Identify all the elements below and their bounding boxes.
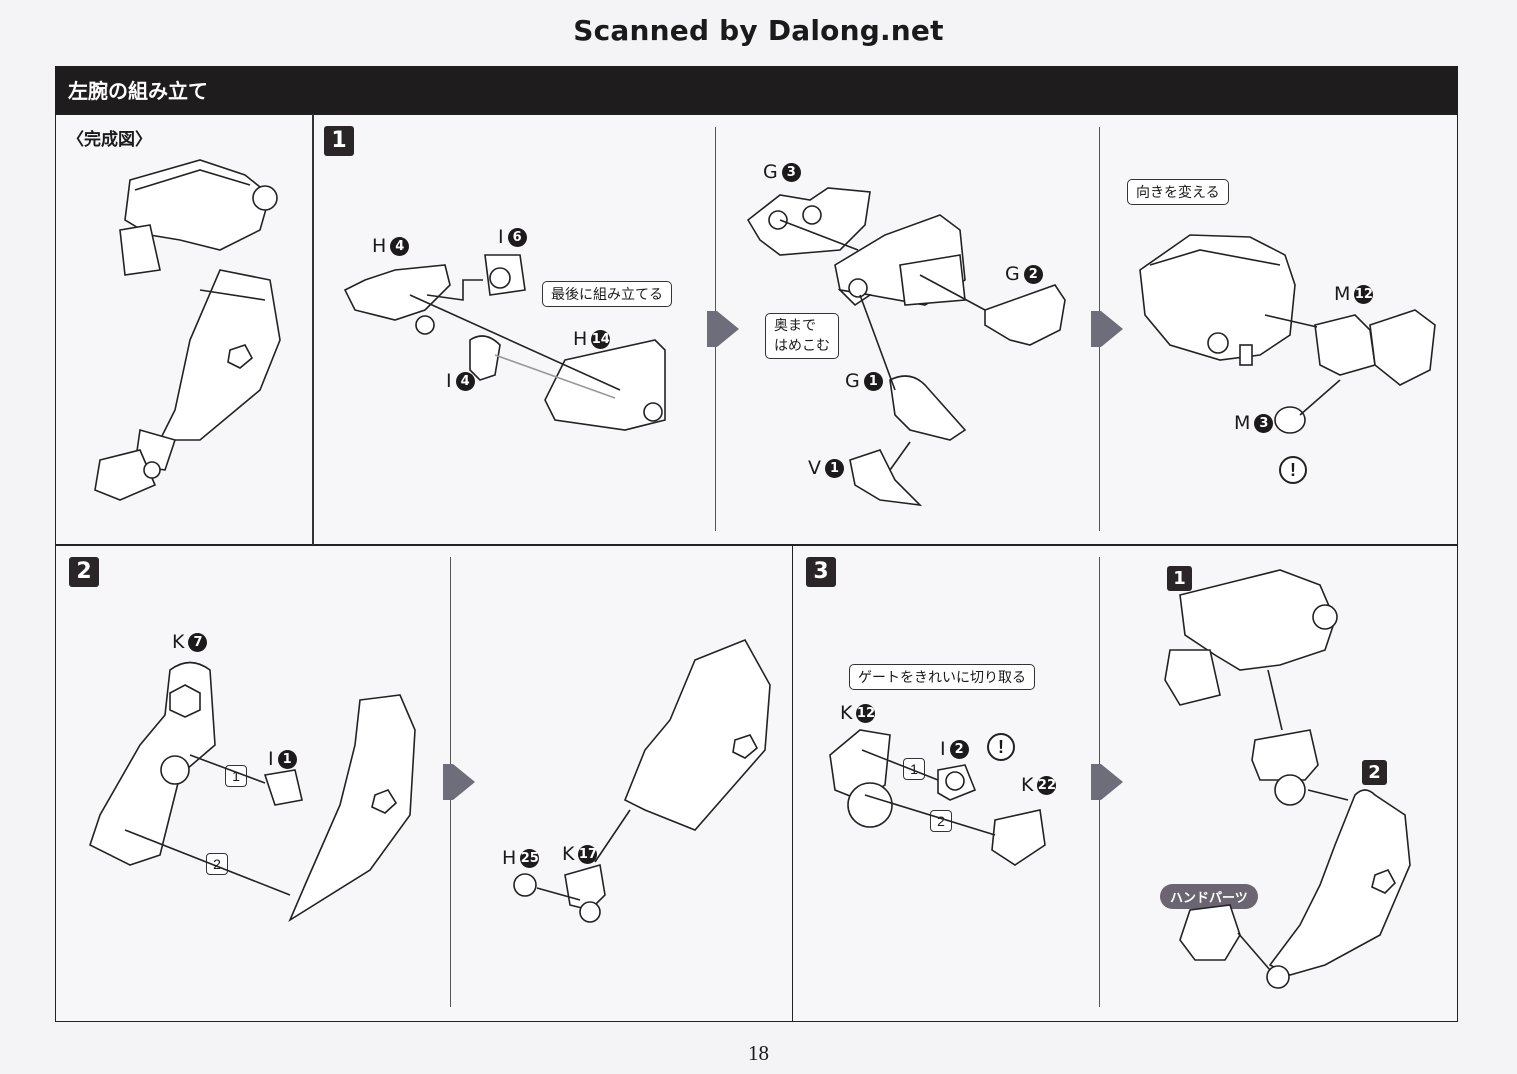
step1-sub2-illustration	[746, 187, 1066, 507]
part-number: 1	[825, 458, 844, 478]
page-number: 18	[748, 1041, 769, 1065]
runner-letter: M	[1334, 283, 1351, 305]
part-number: 1	[277, 749, 297, 769]
runner-letter: G	[763, 161, 778, 183]
step2-sub1-illustration	[89, 661, 416, 923]
part-number: 12	[1354, 284, 1374, 304]
runner-letter: I	[268, 748, 274, 770]
runner-letter: K	[562, 843, 575, 865]
next-arrow-stem	[707, 311, 717, 347]
part-number: 2	[1023, 264, 1043, 284]
complete-figure-label: 〈完成図〉	[67, 130, 152, 150]
completed-arm-illustration	[94, 159, 281, 501]
runner-letter: K	[1021, 774, 1034, 796]
order-marker-2: 2	[206, 853, 228, 875]
hand-parts-label: ハンドパーツ	[1160, 884, 1258, 909]
next-step-arrow-icon	[453, 764, 475, 800]
part-number: 2	[949, 739, 969, 759]
part-number: 1	[863, 371, 883, 391]
step1-sub1-illustration	[343, 254, 666, 431]
part-number: 14	[591, 329, 611, 349]
part-number: 12	[856, 703, 876, 723]
runner-letter: I	[446, 370, 452, 392]
callout-assemble-last: 最後に組み立てる	[542, 281, 672, 307]
runner-letter: G	[1005, 263, 1020, 285]
next-step-arrow-icon	[717, 311, 739, 347]
step3-final-assembly-illustration	[1164, 569, 1411, 989]
section-header-bar	[55, 66, 1458, 114]
part-number: 17	[578, 844, 598, 864]
next-step-arrow-icon	[1101, 311, 1123, 347]
runner-letter: I	[940, 738, 946, 760]
callout-line: はめこむ	[774, 338, 830, 354]
callout-cut-gate-cleanly: ゲートをきれいに切り取る	[849, 664, 1035, 690]
step-number-3: 3	[806, 557, 836, 587]
next-arrow-stem	[1091, 764, 1101, 800]
part-number: 3	[781, 162, 801, 182]
next-step-arrow-icon	[1101, 764, 1123, 800]
callout-push-fully: 奥まで はめこむ	[765, 313, 839, 359]
callout-line: 奥まで	[774, 318, 816, 334]
part-number: 3	[1254, 413, 1274, 433]
divider	[312, 114, 314, 545]
next-arrow-stem	[443, 764, 453, 800]
part-number: 6	[507, 227, 527, 247]
runner-letter: H	[573, 328, 588, 350]
step-number-2: 2	[69, 557, 99, 587]
order-marker-1: 1	[903, 758, 925, 780]
part-number: 7	[188, 632, 208, 652]
step3-sub1-illustration	[829, 729, 1046, 866]
sub-assembly-label-1: 1	[1167, 566, 1192, 591]
runner-letter: M	[1234, 412, 1251, 434]
part-number: 22	[1037, 775, 1057, 795]
callout-change-direction: 向きを変える	[1127, 179, 1229, 205]
next-arrow-stem	[1091, 311, 1101, 347]
step1-sub3-illustration	[1139, 234, 1436, 434]
section-title: 左腕の組み立て	[68, 79, 208, 103]
warning-icon: !	[987, 733, 1015, 761]
part-number: 4	[390, 236, 410, 256]
runner-letter: H	[372, 235, 387, 257]
runner-letter: K	[172, 631, 185, 653]
sub-assembly-label-2: 2	[1362, 760, 1387, 785]
runner-letter: V	[808, 457, 821, 479]
part-number: 4	[455, 371, 475, 391]
scan-watermark: Scanned by Dalong.net	[573, 14, 944, 47]
runner-letter: G	[845, 370, 860, 392]
runner-letter: H	[502, 847, 517, 869]
runner-letter: K	[840, 702, 853, 724]
step2-sub2-illustration	[513, 638, 771, 923]
part-number: 25	[520, 848, 540, 868]
runner-letter: I	[498, 226, 504, 248]
warning-icon: !	[1279, 456, 1307, 484]
step-number-1: 1	[324, 126, 354, 156]
